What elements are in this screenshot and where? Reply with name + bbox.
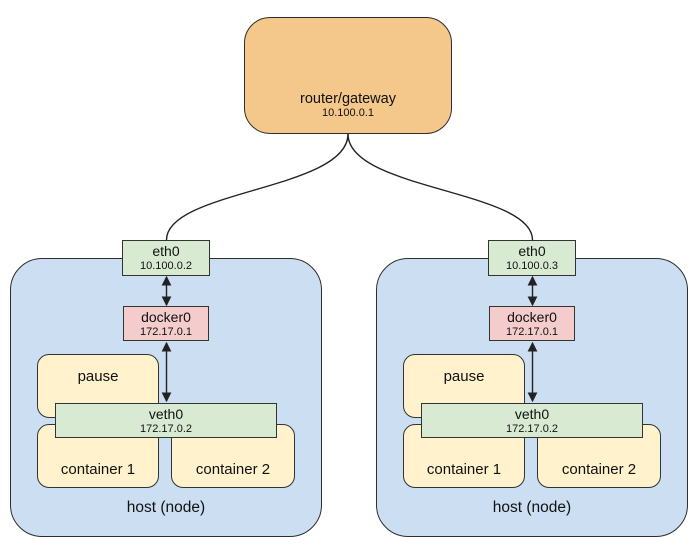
host1-veth0-ip: 172.17.0.2 (140, 422, 192, 435)
host1-veth0-label: veth0 (148, 406, 184, 422)
host1-label: host (node) (126, 499, 206, 516)
host2-eth0-ip: 10.100.0.3 (506, 259, 558, 272)
router-gateway-box: router/gateway 10.100.0.1 (244, 17, 452, 134)
host2-veth0-ip: 172.17.0.2 (506, 422, 558, 435)
host1-eth0-box: eth0 10.100.0.2 (122, 240, 210, 276)
host2-container1-label: container 1 (426, 461, 502, 478)
host1-docker0-label: docker0 (141, 309, 191, 325)
host2-docker0-box: docker0 172.17.0.1 (489, 306, 575, 341)
host1-container1-label: container 1 (60, 461, 136, 478)
host1-veth0-box: veth0 172.17.0.2 (55, 403, 277, 438)
router-label: router/gateway (300, 90, 396, 107)
host2-container2-label: container 2 (561, 461, 637, 478)
host2-docker0-label: docker0 (507, 309, 557, 325)
host1-eth0-label: eth0 (152, 243, 180, 259)
host2-veth0-label: veth0 (514, 406, 550, 422)
host-node-1: eth0 10.100.0.2 docker0 172.17.0.1 pause… (10, 240, 322, 537)
host2-pause-label: pause (443, 368, 485, 385)
router-ip: 10.100.0.1 (322, 107, 374, 120)
host2-eth0-label: eth0 (518, 243, 546, 259)
host1-pause-label: pause (77, 368, 119, 385)
host1-docker0-box: docker0 172.17.0.1 (123, 306, 209, 341)
host1-docker0-ip: 172.17.0.1 (140, 325, 192, 338)
host2-label: host (node) (492, 499, 572, 516)
host2-docker0-ip: 172.17.0.1 (506, 325, 558, 338)
host2-eth0-box: eth0 10.100.0.3 (488, 240, 576, 276)
router-to-host2-curve (347, 133, 534, 241)
host2-veth0-box: veth0 172.17.0.2 (421, 403, 643, 438)
host1-container2-label: container 2 (195, 461, 271, 478)
host1-eth0-ip: 10.100.0.2 (140, 259, 192, 272)
router-to-host1-curve (165, 133, 349, 241)
